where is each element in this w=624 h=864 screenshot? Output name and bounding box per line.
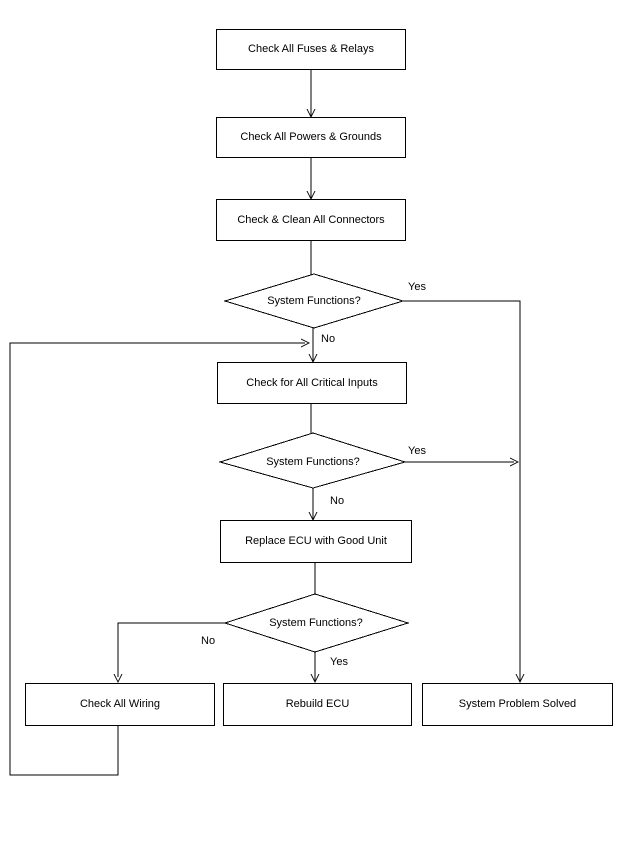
- node-system-problem-solved: System Problem Solved: [422, 683, 613, 726]
- node-rebuild-ecu: Rebuild ECU: [223, 683, 412, 726]
- node-check-critical-inputs: Check for All Critical Inputs: [217, 362, 407, 404]
- node-check-powers-grounds: Check All Powers & Grounds: [216, 117, 406, 158]
- node-decision3-label: System Functions?: [269, 617, 363, 629]
- edge-wiring-feedback-loop: [9, 342, 305, 776]
- edge-label-decision3-no: No: [201, 635, 216, 647]
- node-check-fuses-relays: Check All Fuses & Relays: [216, 29, 406, 70]
- edge-decision3-no: [117, 622, 225, 677]
- node-replace-ecu: Replace ECU with Good Unit: [220, 520, 412, 563]
- node-check-all-wiring: Check All Wiring: [25, 683, 215, 726]
- node-decision1-label: System Functions?: [267, 295, 361, 307]
- edge-label-decision2-yes: Yes: [408, 445, 426, 457]
- edge-decision1-yes-rail: [403, 300, 521, 681]
- edge-label-decision2-no: No: [330, 495, 345, 507]
- edge-label-decision1-no: No: [321, 333, 336, 345]
- arrowhead-yes2-into-rail: [509, 457, 520, 467]
- edge-label-decision1-yes: Yes: [408, 281, 426, 293]
- arrowhead-into-rebuild-ecu: [310, 673, 320, 684]
- decision2-diamond: [218, 432, 407, 489]
- edge-label-decision3-yes: Yes: [330, 656, 348, 668]
- node-decision2-label: System Functions?: [266, 456, 360, 468]
- decision3-diamond: [223, 593, 410, 653]
- arrowhead-into-problem-solved: [515, 673, 525, 684]
- arrowhead-loop-into-column: [300, 338, 311, 348]
- arrowhead-into-check-wiring: [113, 673, 123, 684]
- node-check-clean-connectors: Check & Clean All Connectors: [216, 199, 406, 241]
- decision1-diamond: [223, 273, 405, 329]
